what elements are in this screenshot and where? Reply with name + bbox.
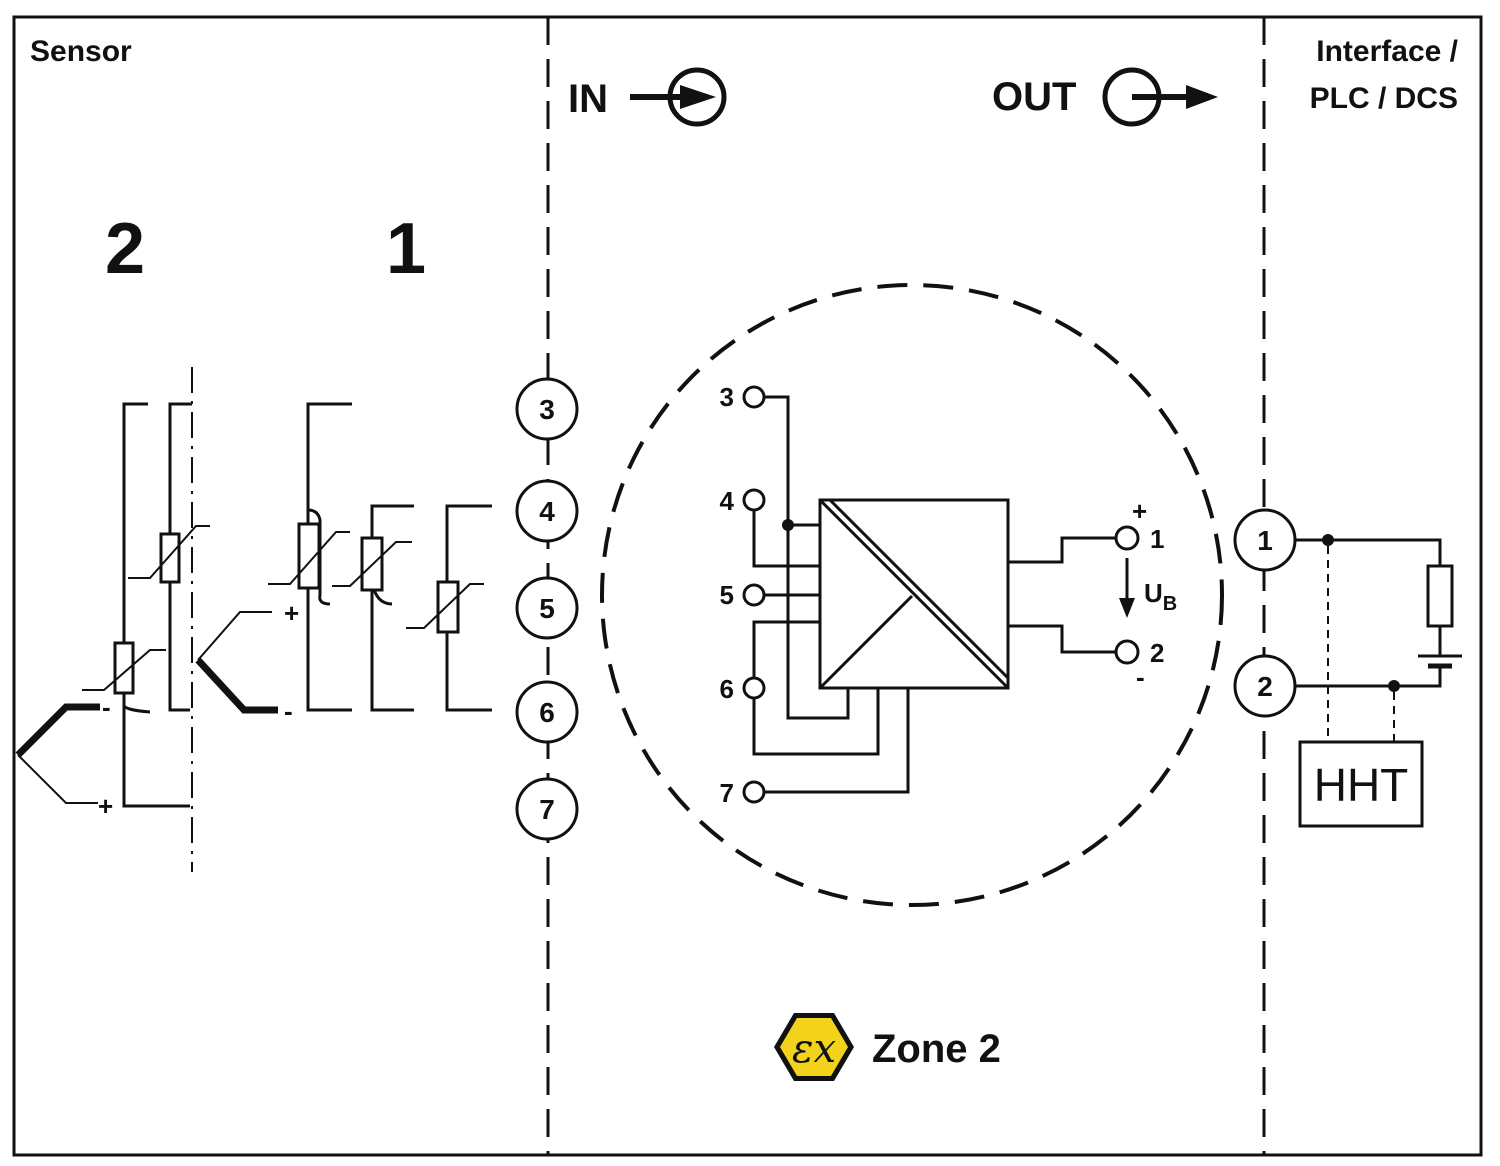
module-input-pins: 3 4 5 6 7 [720,382,766,808]
module-output-1: 1 [1150,524,1164,554]
out-label: OUT [992,75,1076,119]
module-boundary [600,283,1224,907]
svg-text:7: 7 [539,794,555,825]
ex-zone-badge-icon: εx [774,1013,854,1081]
module-pin-label-3: 3 [720,382,734,412]
sensor-variant-2: - + [15,367,210,872]
variant-number-2: 2 [105,209,145,289]
hht-label: HHT [1314,759,1409,811]
supply-voltage-label: UB [1144,578,1177,615]
tc1-minus-sign: - [284,696,293,726]
module-input-wiring [752,395,910,794]
supply-voltage-arrow-icon [1119,558,1135,618]
module-pin-label-4: 4 [720,486,735,516]
section-label-sensor: Sensor [30,35,132,68]
module-pin-label-5: 5 [720,580,734,610]
tc-plus-sign: + [98,791,113,821]
input-terminal-3: 3 [515,377,579,441]
tc1-plus-sign: + [284,598,299,628]
variant-number-1: 1 [386,209,426,289]
module-output-minus: - [1136,662,1145,692]
sensor-variant-1: + - [195,402,492,726]
svg-text:3: 3 [539,394,555,425]
module-output-plus: + [1132,496,1147,526]
tc-minus-sign: - [102,692,111,722]
outer-frame [12,15,1483,1157]
module-pin-label-7: 7 [720,778,734,808]
svg-text:1: 1 [1257,525,1273,556]
input-terminal-7: 7 [515,777,579,841]
hht-box: HHT [1298,740,1424,828]
in-label: IN [568,77,608,121]
in-arrow-icon [630,67,727,127]
svg-text:2: 2 [1257,671,1273,702]
interface-loop-wiring [1295,534,1442,742]
load-resistor-icon [1426,564,1454,628]
input-terminal-6: 6 [515,680,579,744]
output-terminal-2: 2 [1233,654,1297,718]
svg-text:5: 5 [539,593,555,624]
input-terminal-5: 5 [515,576,579,640]
power-supply-battery-icon [1418,654,1462,669]
ex-symbol-text: εx [792,1026,836,1072]
section-label-interface: Interface / [1316,35,1458,68]
converter-block-icon [818,498,1010,690]
out-arrow-icon [1102,67,1218,127]
module-output-2: 2 [1150,638,1164,668]
svg-text:4: 4 [539,496,555,527]
input-terminal-4: 4 [515,479,579,543]
zone-label: Zone 2 [872,1027,1001,1071]
section-label-plc-dcs: PLC / DCS [1310,82,1458,115]
svg-text:6: 6 [539,697,555,728]
module-output-wiring: 1 2 + - [1008,496,1164,692]
output-terminal-1: 1 [1233,508,1297,572]
module-pin-label-6: 6 [720,674,734,704]
